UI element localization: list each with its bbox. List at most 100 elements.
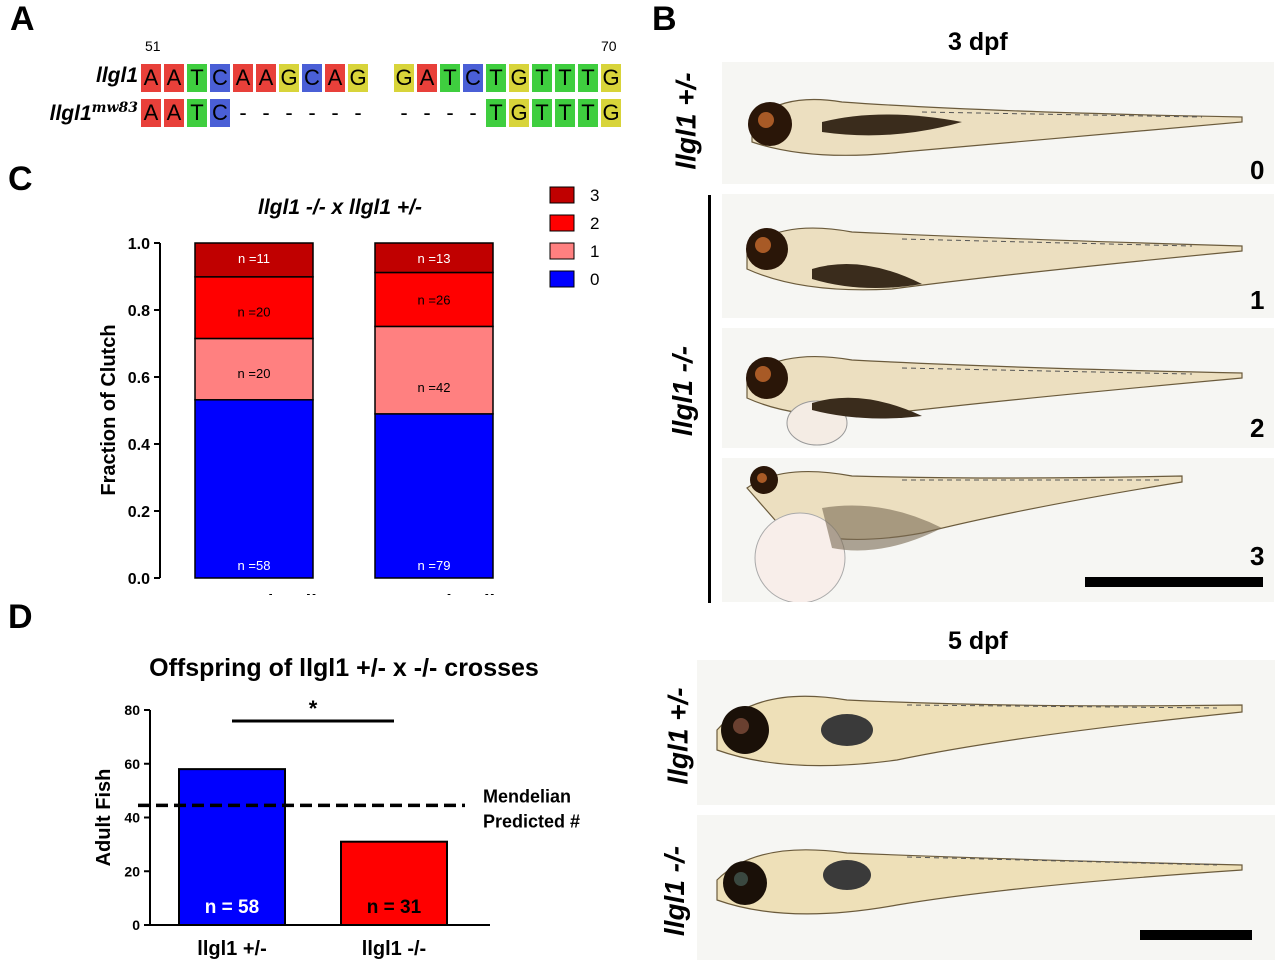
wt-base-6: G <box>278 63 300 93</box>
larva-photo-3dpf-score-2 <box>722 328 1274 448</box>
mut-base-11: - <box>400 100 408 125</box>
wt-base-8: A <box>324 63 346 93</box>
y-tick-label: 0 <box>132 917 140 933</box>
larva-photo-5dpf-het <box>697 660 1275 805</box>
wt-base-1: A <box>163 63 185 93</box>
x-tick-label: Maternal Null <box>191 592 317 595</box>
mut-base-3: C <box>209 98 231 128</box>
larva-photo-3dpf-score-0 <box>722 62 1274 184</box>
y-tick-label: 1.0 <box>128 236 150 253</box>
wt-base-9: G <box>347 63 369 93</box>
legend-label: 3 <box>590 186 599 205</box>
y-tick-label: 20 <box>124 863 140 879</box>
mut-sequence-label: llgl1mw83 <box>49 100 138 125</box>
wt-base-15: T <box>485 63 507 93</box>
score-1: 1 <box>1250 285 1265 315</box>
bar-segment <box>194 242 314 278</box>
wt-base-0: A <box>140 63 162 93</box>
null-group-bracket <box>708 195 711 603</box>
legend-label: 0 <box>590 270 599 289</box>
bar-segment <box>194 399 314 579</box>
wt-sequence-label: llgl1 <box>95 64 138 87</box>
larva-drawing <box>746 466 1183 602</box>
score-3: 3 <box>1250 541 1265 571</box>
bar-segment-label: n =58 <box>238 558 271 573</box>
bar-segment-label: n =42 <box>418 380 451 395</box>
bar-segment-label: n =26 <box>418 292 451 307</box>
null-label-3dpf: llgl1 -/- <box>667 345 699 437</box>
seq-end-position: 70 <box>601 38 617 54</box>
larva-drawing <box>716 695 1243 767</box>
wt-base-5: A <box>255 63 277 93</box>
stacked-bar-chart: llgl1 -/- x llgl1 +/-0.00.20.40.60.81.0F… <box>98 186 599 595</box>
bar-segment <box>194 276 314 340</box>
wt-base-11: G <box>393 63 415 93</box>
het-label-3dpf: llgl1 +/- <box>670 72 702 170</box>
mut-base-13: - <box>446 100 454 125</box>
significance-marker: * <box>309 696 318 721</box>
panel-letter-c: C <box>8 160 33 198</box>
bar-label: n = 31 <box>367 897 422 918</box>
mut-base-20: G <box>600 98 622 128</box>
panel-letter-d: D <box>8 598 33 636</box>
seq-start-position: 51 <box>145 38 161 54</box>
scale-bar-3dpf <box>1085 577 1263 587</box>
chart-title: Offspring of llgl1 +/- x -/- crosses <box>149 654 539 682</box>
wt-base-17: T <box>531 63 553 93</box>
y-tick-label: 80 <box>124 702 140 718</box>
larva-drawing <box>748 99 1243 156</box>
x-tick-label: Paternal Null <box>373 592 495 595</box>
y-tick-label: 0.6 <box>128 370 150 387</box>
larva-drawing <box>716 849 1243 915</box>
larva-drawing <box>746 227 1243 291</box>
bar-segment-label: n =20 <box>238 366 271 381</box>
wt-base-13: T <box>439 63 461 93</box>
y-tick-label: 40 <box>124 810 140 826</box>
reference-label: Predicted # <box>483 811 580 831</box>
mut-base-17: T <box>531 98 553 128</box>
panel-letter-a: A <box>10 0 35 38</box>
mut-base-4: - <box>239 100 247 125</box>
x-tick-label: llgl1 +/- <box>197 938 266 960</box>
wt-base-19: T <box>577 63 599 93</box>
bar-label: n = 58 <box>205 897 259 918</box>
larva-drawing <box>746 355 1243 446</box>
y-tick-label: 60 <box>124 756 140 772</box>
mut-base-15: T <box>485 98 507 128</box>
mut-base-5: - <box>262 100 270 125</box>
title-3dpf: 3 dpf <box>948 28 1008 56</box>
x-tick-label: llgl1 -/- <box>362 938 426 960</box>
mut-base-12: - <box>423 100 431 125</box>
panel-letter-b: B <box>652 0 677 38</box>
wt-base-20: G <box>600 63 622 93</box>
wt-base-7: C <box>301 63 323 93</box>
mut-base-16: G <box>508 98 530 128</box>
bar-segment-label: n =11 <box>238 251 270 266</box>
score-0: 0 <box>1250 155 1265 185</box>
wt-base-3: C <box>209 63 231 93</box>
y-tick-label: 0.0 <box>128 571 150 588</box>
mut-base-0: A <box>140 98 162 128</box>
bar-segment <box>374 413 494 579</box>
mut-base-1: A <box>163 98 185 128</box>
mut-base-8: - <box>331 100 339 125</box>
mut-base-19: T <box>577 98 599 128</box>
null-label-5dpf: llgl1 -/- <box>659 845 691 937</box>
y-tick-label: 0.8 <box>128 303 150 320</box>
mut-base-14: - <box>469 100 477 125</box>
title-5dpf: 5 dpf <box>948 627 1008 655</box>
y-tick-label: 0.4 <box>128 437 150 454</box>
legend-swatch <box>549 186 575 204</box>
mut-base-9: - <box>354 100 362 125</box>
adult-fish-bar-chart: Offspring of llgl1 +/- x -/- crosses 0 20 4… <box>93 654 580 960</box>
mut-base-2: T <box>186 98 208 128</box>
mut-base-18: T <box>554 98 576 128</box>
chart-title: llgl1 -/- x llgl1 +/- <box>258 196 422 219</box>
reference-label: Mendelian <box>483 786 571 806</box>
y-axis-label: Fraction of Clutch <box>98 324 120 495</box>
bar <box>340 840 448 926</box>
y-axis-label: Adult Fish <box>93 769 115 867</box>
legend-swatch <box>549 214 575 232</box>
bar-segment-label: n =20 <box>238 304 271 319</box>
mut-base-7: - <box>308 100 316 125</box>
